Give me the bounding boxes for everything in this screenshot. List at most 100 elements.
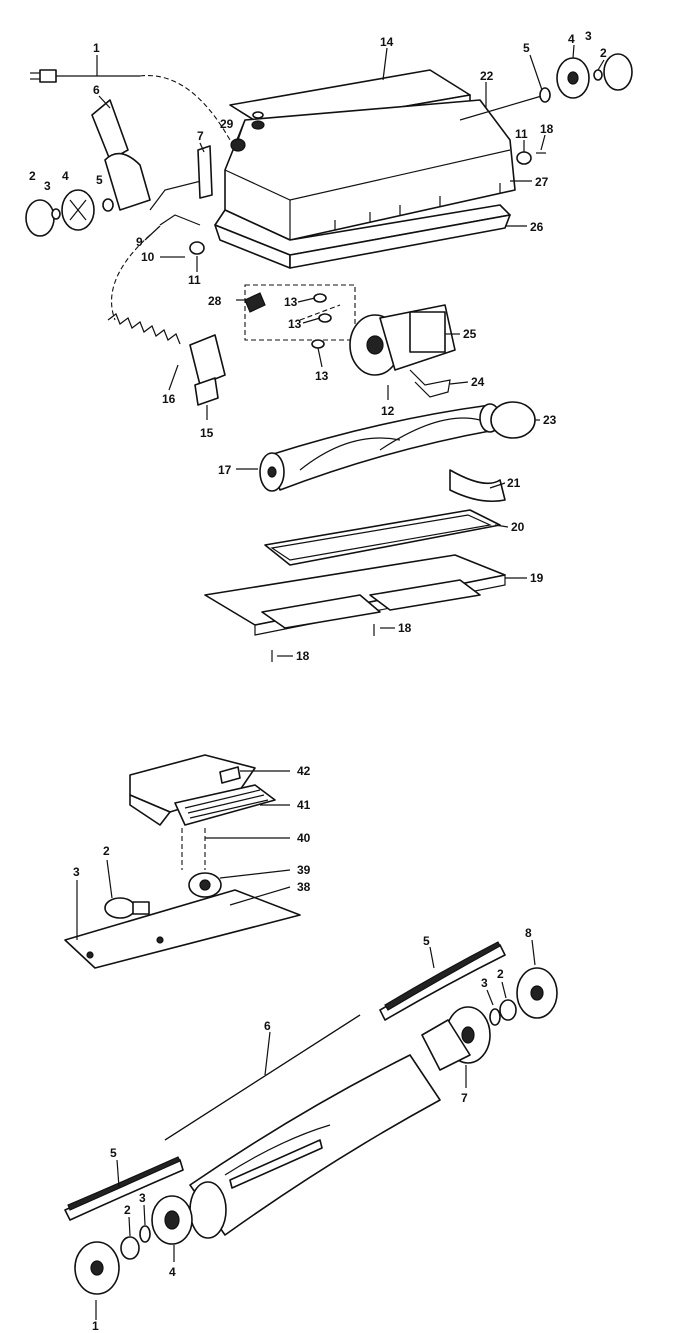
power-cord-plug [30,69,231,141]
belt-shield [449,469,506,503]
callout-5: 5 [96,173,103,187]
lamp-bulb [104,897,150,919]
callout-2-lamp: 2 [103,844,110,858]
end-cap-left [151,1195,193,1245]
callout-2: 2 [29,169,36,183]
top-assembly: 1 2 3 4 5 6 7 9 10 11 14 29 5 4 3 2 22 1… [25,29,633,663]
pedal-bracket [149,145,213,226]
callout-7: 7 [461,1091,468,1105]
bottom-plate [204,554,506,636]
bearing-housing [421,1006,491,1071]
callout-6: 6 [93,83,100,97]
callout-2-right: 2 [600,46,607,60]
callouts-top: 1 2 3 4 5 6 7 9 10 11 14 29 5 4 3 2 22 1… [29,29,607,663]
callout-21: 21 [507,476,521,490]
leader-lines-top [96,44,605,657]
leader-lines-bottom [95,939,536,1320]
callout-18-right: 18 [540,122,554,136]
callout-38: 38 [297,880,311,894]
callout-25: 25 [463,327,477,341]
callout-18-a: 18 [398,621,412,635]
base-frame [214,204,511,269]
callout-2-bearing-right: 2 [497,967,504,981]
headlight-lens-cover [129,754,256,826]
callouts-bottom: 5 8 3 2 6 7 5 2 3 4 1 [92,926,532,1333]
callout-10: 10 [141,250,155,264]
callout-6: 6 [264,1019,271,1033]
callout-13-c: 13 [315,369,329,383]
callout-18-b: 18 [296,649,310,663]
callout-42: 42 [297,764,311,778]
bristle-strip-left [64,1156,184,1221]
callout-7: 7 [197,129,204,143]
right-wheel-assembly [539,53,633,103]
callout-29: 29 [220,117,234,131]
callout-8: 8 [525,926,532,940]
fastener-29 [230,138,246,152]
callout-28: 28 [208,294,222,308]
callout-23: 23 [543,413,557,427]
callout-4: 4 [62,169,69,183]
callout-3-plate: 3 [73,865,80,879]
callout-4-cap-left: 4 [169,1265,176,1279]
headlight-mount-plate [64,889,301,969]
callout-39: 39 [297,863,311,877]
grommet-right [516,151,532,165]
left-wheel-assembly [25,189,114,237]
callout-22: 22 [480,69,494,83]
callout-3-washer-right: 3 [481,976,488,990]
bristle-strip-right [379,941,506,1021]
brushroll-exploded-assembly: 5 8 3 2 6 7 5 2 3 4 1 [64,926,558,1333]
callout-5-right: 5 [523,41,530,55]
leader-lines-middle [76,770,291,940]
callout-40: 40 [297,831,311,845]
wire-harness [244,284,356,349]
callout-41: 41 [297,798,311,812]
headlight-assembly: 42 41 40 2 39 3 38 [64,754,311,969]
callout-3-washer-left: 3 [139,1191,146,1205]
callout-5-strip-right: 5 [423,934,430,948]
bearing-right [499,999,517,1021]
callout-1-disc-left: 1 [92,1319,99,1333]
callout-13-a: 13 [284,295,298,309]
callout-17: 17 [218,463,232,477]
callout-26: 26 [530,220,544,234]
washer-left [139,1225,151,1243]
bearing-left [120,1236,140,1260]
headlight-reflector [174,784,276,826]
bottom-gasket [264,509,501,566]
callout-24: 24 [471,375,485,389]
brushroll-dowel [189,1054,441,1239]
callout-5-strip-left: 5 [110,1146,117,1160]
callout-2-bearing-left: 2 [124,1203,131,1217]
callout-15: 15 [200,426,214,440]
callout-13-b: 13 [288,317,302,331]
drive-belt [490,401,536,439]
callout-1: 1 [93,41,100,55]
lamp-socket [181,828,222,898]
bracket-24 [409,369,451,398]
callout-11-right: 11 [515,127,528,141]
callout-11: 11 [188,273,201,287]
callout-4-right: 4 [568,32,575,46]
callout-16: 16 [162,392,176,406]
callout-3: 3 [44,179,51,193]
motor-assembly [349,304,456,376]
callouts-middle: 42 41 40 2 39 3 38 [73,764,311,894]
callout-9: 9 [136,235,143,249]
axle-rod [459,94,546,121]
grommet-11 [189,241,205,255]
end-disc-right [516,967,558,1019]
callout-12: 12 [381,404,395,418]
callout-14: 14 [380,35,394,49]
callout-19: 19 [530,571,544,585]
callout-20: 20 [511,520,525,534]
handle-socket [91,99,151,211]
washer-right [489,1008,501,1026]
callout-3-right: 3 [585,29,592,43]
callout-27: 27 [535,175,549,189]
end-disc-left [74,1241,120,1295]
spring-assembly [107,234,226,406]
brushroll-shaft [164,1014,361,1141]
